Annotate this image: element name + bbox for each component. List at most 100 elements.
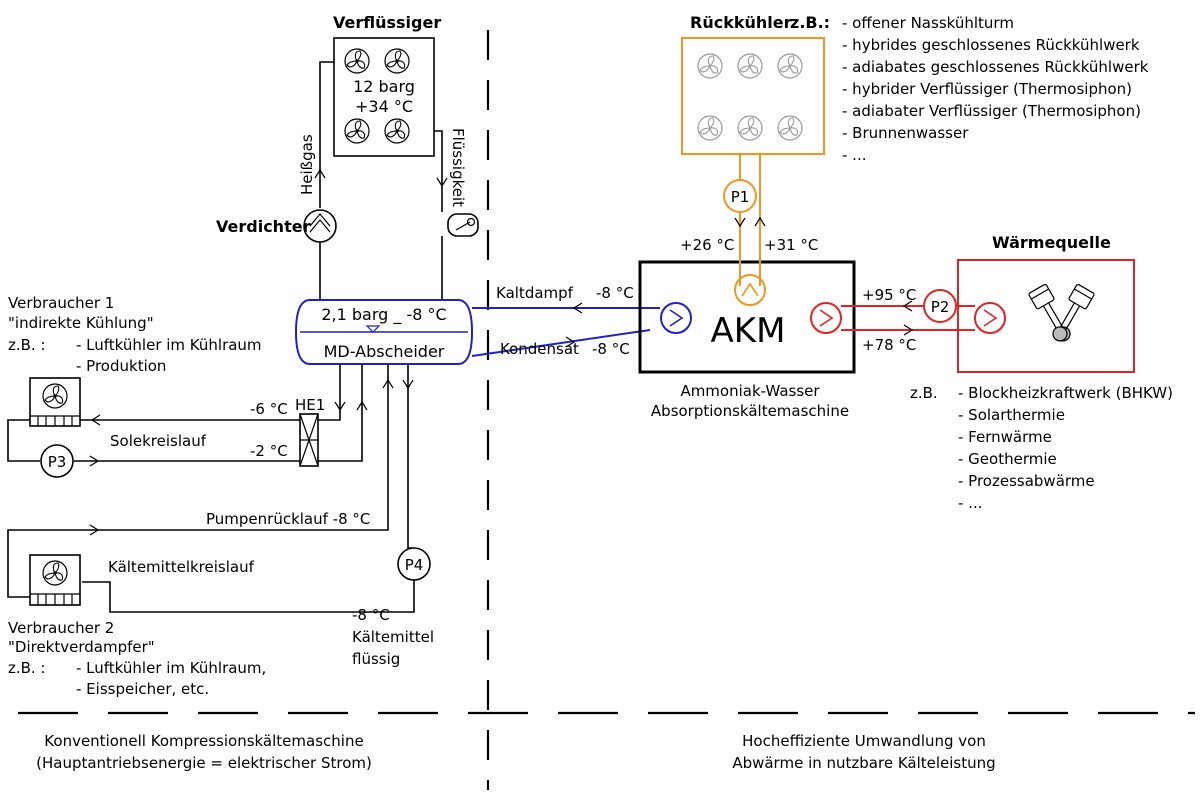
pump-p1-label: P1 [731, 188, 750, 206]
fluessigkeit-label: Flüssigkeit [449, 128, 467, 207]
kondensat-temp: -8 °C [592, 340, 630, 358]
waermequelle-option: - Fernwärme [958, 428, 1052, 446]
abscheider-name: MD-Abscheider [324, 342, 445, 361]
verbraucher1-item: - Produktion [76, 357, 166, 375]
heat-source-hx-icon [974, 302, 1006, 334]
waermequelle-option: - Solarthermie [958, 406, 1065, 424]
abscheider-state: 2,1 barg _ -8 °C [321, 305, 446, 325]
akm-label: AKM [711, 311, 786, 351]
kaltdampf-label: Kaltdampf [496, 284, 574, 302]
arrow-left-wq [902, 300, 913, 312]
heissgas-arrow [314, 168, 326, 179]
verbraucher2-subtitle: "Direktverdampfer" [8, 638, 155, 656]
evaporator-hx-icon [660, 302, 692, 334]
waermequelle-options-list: - Blockheizkraftwerk (BHKW) - Solartherm… [958, 384, 1173, 512]
pump-p4-label: P4 [405, 556, 424, 574]
sole-loop-left [7, 419, 40, 462]
arrow-right-sole [89, 455, 100, 467]
generator-hx-icon [810, 302, 842, 334]
fluessigkeit-line [434, 130, 443, 212]
heat-exchanger-he1-icon [299, 413, 319, 467]
rueckkuehler-option: - adiabates geschlossenes Rückkühlwerk [842, 58, 1149, 76]
kondensat-arrow [565, 336, 576, 348]
verfluessiger-label: Verflüssiger [333, 13, 441, 32]
arrow-right-ruecklauf [89, 524, 100, 536]
pumpenruecklauf-label: Pumpenrücklauf -8 °C [206, 510, 370, 528]
pump-p2-icon [923, 289, 957, 323]
pump-p3-label: P3 [48, 453, 67, 471]
pump-p4-icon [397, 547, 431, 581]
rueckkuehler-option: - offener Nasskühlturm [842, 14, 1014, 32]
sole-supply-line [318, 364, 341, 421]
verfluessiger-box [333, 37, 435, 157]
md-abscheider-vessel [294, 299, 474, 365]
verbraucher2-item: - Eisspeicher, etc. [76, 680, 209, 698]
verfluessiger-fan-icon [344, 48, 410, 144]
waermequelle-option: - Blockheizkraftwerk (BHKW) [958, 384, 1173, 402]
kondensat-label: Kondensat [500, 340, 579, 358]
kaltdampf-temp: -8 °C [596, 284, 634, 302]
arrow-up-c [382, 378, 394, 389]
engine-piston-icon [1028, 283, 1095, 342]
kaeltemittelkreislauf-label: Kältemittelkreislauf [108, 558, 255, 576]
akm-desc-1: Ammoniak-Wasser [680, 382, 820, 400]
verbraucher1-title: Verbraucher 1 [8, 294, 114, 312]
rueckkuehler-box [681, 37, 825, 155]
fluessigkeit-arrow [436, 177, 448, 188]
kaltdampf-arrow [572, 302, 583, 314]
arrow-right-wq [903, 324, 914, 336]
arrow-down-d [402, 379, 414, 390]
verfluessiger-pressure: 12 barg [353, 77, 415, 96]
verbraucher1-item: - Luftkühler im Kühlraum [76, 336, 262, 354]
waermequelle-option: - Geothermie [958, 450, 1057, 468]
solekreislauf-label: Solekreislauf [110, 432, 207, 450]
absorber-hx-icon [734, 274, 766, 306]
pumpenruecklauf-line [7, 364, 389, 598]
pump-p3-icon [40, 444, 74, 478]
air-cooler-2-icon [29, 554, 81, 606]
arrow-up-rk [754, 216, 766, 227]
akm-desc-2: Absorptionskältemaschine [651, 402, 849, 420]
kaeltemittel-temp: -8 °C [352, 606, 390, 624]
kaeltemittel-return-line [82, 580, 415, 613]
verbraucher2-title: Verbraucher 2 [8, 619, 114, 637]
float-valve-icon [447, 213, 479, 237]
heissgas-line [319, 61, 334, 208]
sole-return-line [318, 364, 363, 462]
heissgas-label: Heißgas [298, 134, 316, 195]
verbraucher2-item: - Luftkühler im Kühlraum, [76, 659, 266, 677]
verbraucher1-subtitle: "indirekte Kühlung" [8, 314, 154, 332]
he1-label: HE1 [295, 396, 325, 414]
wq-temp-in: +95 °C [862, 286, 916, 304]
rueckkuehler-option: - hybrides geschlossenes Rückkühlwerk [842, 36, 1140, 54]
rueckkuehler-option: - adiabater Verflüssiger (Thermosiphon) [842, 102, 1141, 120]
waermequelle-box [957, 259, 1135, 373]
rueckkuehler-option: - Brunnenwasser [842, 124, 969, 142]
arrow-down-a [334, 401, 346, 412]
arrow-down-p1 [734, 217, 746, 228]
verfluessiger-temp: +34 °C [355, 97, 413, 116]
rueckkuehler-fan-icon [697, 53, 803, 141]
footer-right-line1: Hocheffiziente Umwandlung von [742, 732, 986, 750]
rueckkuehler-temp-in: +31 °C [764, 236, 818, 254]
rueckkuehler-option: - hybrider Verflüssiger (Thermosiphon) [842, 80, 1132, 98]
verbraucher2-zb: z.B. : [8, 659, 46, 677]
waermequelle-option: - ... [958, 494, 983, 512]
waermequelle-option: - Prozessabwärme [958, 472, 1095, 490]
kondensat-line [471, 329, 651, 357]
verdichter-label: Verdichter [216, 217, 311, 236]
rueckkuehler-label: Rückkühler [690, 13, 792, 32]
akm-box [638, 260, 856, 374]
footer-left-line2: (Hauptantriebsenergie = elektrischer Str… [36, 754, 372, 772]
pump-p2-label: P2 [931, 298, 950, 316]
rueckkuehler-temp-out: +26 °C [680, 236, 734, 254]
sole-temp-2: -2 °C [250, 442, 288, 460]
pump-p1-icon [723, 179, 757, 213]
rueckkuehler-zb: z.B.: [790, 13, 830, 32]
kaeltemittel-line2: Kältemittel [352, 628, 434, 646]
verbraucher1-zb: z.B. : [8, 336, 46, 354]
wq-temp-out: +78 °C [862, 336, 916, 354]
waermequelle-label: Wärmequelle [992, 233, 1111, 252]
footer-left-line1: Konventionell Kompressionskältemaschine [44, 732, 363, 750]
